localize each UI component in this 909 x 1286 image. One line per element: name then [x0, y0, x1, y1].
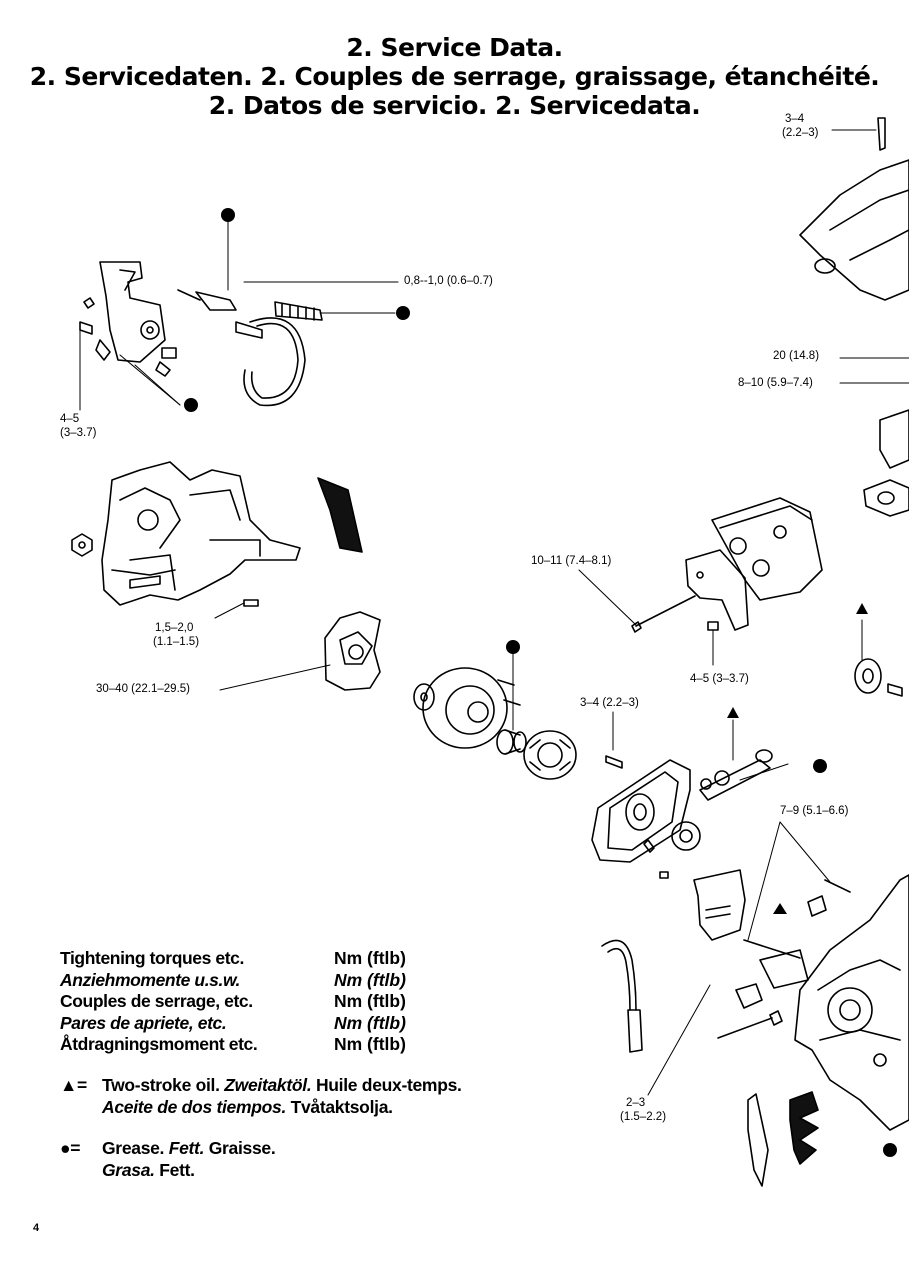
- hex-nut: [71, 533, 93, 557]
- needle-bearing: [496, 729, 527, 755]
- torque-units-legend: Tightening torques etc. Nm (ftlb) Anzieh…: [60, 948, 460, 1056]
- oil-de: Zweitaktöl.: [224, 1075, 312, 1095]
- legend-row-de: Anziehmomente u.s.w. Nm (ftlb): [60, 970, 460, 992]
- grease-key-line-2: Grasa. Fett.: [102, 1160, 195, 1181]
- sprocket-rim: [523, 730, 577, 780]
- torque-label-4-5-left: 4–5: [60, 413, 80, 425]
- torque-label-4-5-left-ft: (3–3.7): [60, 427, 97, 439]
- torque-label-3-4-mid: 3–4 (2.2–3): [580, 697, 639, 709]
- muffler: [631, 497, 823, 633]
- legend-unit: Nm (ftlb): [334, 1012, 406, 1033]
- legend-unit: Nm (ftlb): [334, 948, 406, 968]
- torque-label-cover-screw: 3–4: [785, 113, 805, 125]
- page-title-line-1: 2. Service Data.: [346, 33, 563, 62]
- page-title-line-2: 2. Servicedaten. 2. Couples de serrage, …: [29, 62, 880, 91]
- legend-label: Couples de serrage, etc.: [60, 991, 253, 1011]
- rubber-buffer: [717, 983, 783, 1039]
- worm-gear-shaft: [699, 749, 773, 801]
- chain-catcher-small: [693, 869, 746, 941]
- brake-spring-and-band: [177, 289, 323, 407]
- legend-row-es: Pares de apriete, etc. Nm (ftlb): [60, 1013, 460, 1035]
- page-number: 4: [33, 1222, 40, 1234]
- oil-fr: Huile deux-temps.: [315, 1075, 462, 1095]
- leader-lines: [79, 129, 909, 1096]
- legend-label: Tightening torques etc.: [60, 948, 244, 968]
- oil-es: Aceite de dos tiempos.: [102, 1097, 287, 1117]
- clutch-drum: [413, 667, 521, 749]
- clutch-cover: [101, 461, 301, 606]
- oil-sv: Tvåtaktsolja.: [290, 1097, 393, 1117]
- legend-label: Åtdragningsmoment etc.: [60, 1034, 258, 1054]
- legend-unit: Nm (ftlb): [334, 991, 406, 1011]
- torque-label-brake-screw: 0,8--1,0 (0.6–0.7): [404, 275, 493, 287]
- oil-en: Two-stroke oil.: [102, 1075, 220, 1095]
- torque-label-cover-screw-ft: (2.2–3): [782, 127, 819, 139]
- grease-fr: Graisse.: [208, 1138, 276, 1158]
- oil-triangles: [727, 603, 868, 914]
- torque-label-4-5-mid: 4–5 (3–3.7): [690, 673, 749, 685]
- grease-dot-symbol: ●=: [60, 1138, 81, 1158]
- torque-label-2-3: 2–3: [626, 1097, 646, 1109]
- crankcase: [743, 874, 909, 1131]
- clutch-assembly: [324, 611, 381, 691]
- small-screw: [243, 599, 259, 607]
- legend-row-sv: Åtdragningsmoment etc. Nm (ftlb): [60, 1034, 460, 1056]
- legend-row-fr: Couples de serrage, etc. Nm (ftlb): [60, 991, 460, 1013]
- grease-sv: Fett.: [159, 1160, 195, 1180]
- torque-label-1-5-2-0-ft: (1.1–1.5): [153, 636, 200, 648]
- grease-es: Grasa.: [102, 1160, 155, 1180]
- torque-label-8-10: 8–10 (5.9–7.4): [738, 377, 813, 389]
- grease-key-line-1: ●= Grease. Fett. Graisse.: [60, 1138, 276, 1159]
- torque-label-1-5-2-0: 1,5–2,0: [155, 622, 194, 634]
- legend-row-en: Tightening torques etc. Nm (ftlb): [60, 948, 460, 970]
- drive-gear: [671, 821, 701, 851]
- legend-unit: Nm (ftlb): [334, 1034, 406, 1054]
- grease-de: Fett.: [168, 1138, 205, 1158]
- oil-pump-housing: [591, 755, 691, 879]
- torque-label-7-9: 7–9 (5.1–6.6): [780, 805, 849, 817]
- oil-key-line-1: ▲= Two-stroke oil. Zweitaktöl. Huile deux…: [60, 1075, 462, 1096]
- oil-hose: [601, 939, 643, 1053]
- torque-label-30-40: 30–40 (22.1–29.5): [96, 683, 190, 695]
- legend-label: Anziehmomente u.s.w.: [60, 969, 240, 990]
- gasket-right: [863, 409, 909, 517]
- legend-label: Pares de apriete, etc.: [60, 1012, 227, 1033]
- oil-key-line-2: Aceite de dos tiempos. Tvåtaktsolja.: [102, 1097, 393, 1118]
- front-handle-cover: [799, 117, 909, 301]
- torque-label-2-3-ft: (1.5–2.2): [620, 1111, 667, 1123]
- spike-bumper: [747, 1091, 819, 1187]
- grease-en: Grease.: [102, 1138, 165, 1158]
- torque-label-20: 20 (14.8): [773, 350, 820, 362]
- torque-label-10-11: 10–11 (7.4–8.1): [531, 555, 612, 567]
- chain-catcher-plate: [317, 477, 363, 553]
- chain-brake-lever: [79, 261, 177, 377]
- legend-unit: Nm (ftlb): [334, 969, 406, 990]
- page-title-line-3: 2. Datos de servicio. 2. Servicedata.: [208, 91, 701, 120]
- oil-triangle-symbol: ▲=: [60, 1075, 87, 1095]
- grease-dots: [184, 208, 897, 1157]
- crank-bearing: [854, 658, 903, 697]
